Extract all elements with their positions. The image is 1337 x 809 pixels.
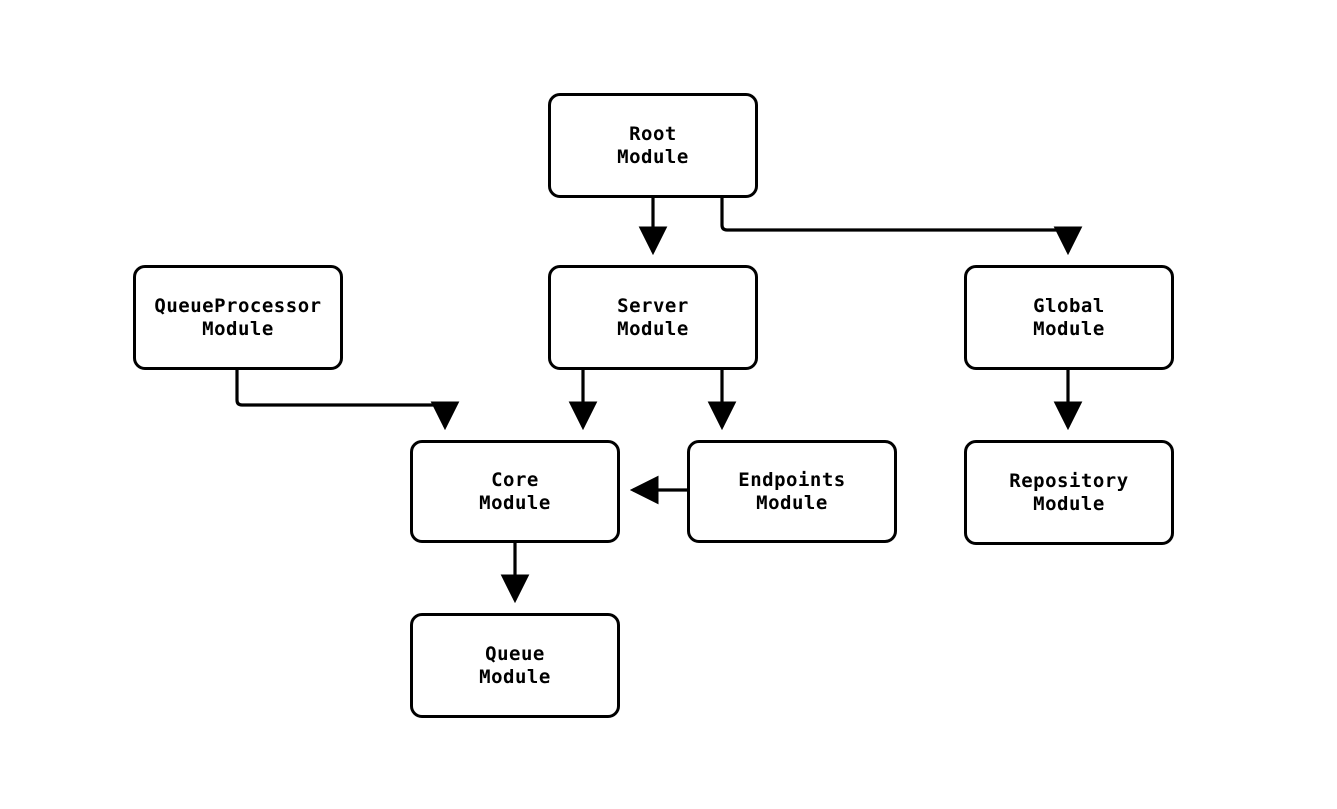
node-repository-module-subtitle: Module (1033, 492, 1105, 515)
node-root-module-subtitle: Module (617, 145, 689, 168)
node-queue-module-subtitle: Module (479, 665, 551, 688)
node-endpoints-module-subtitle: Module (756, 491, 828, 514)
node-endpoints-module-title: Endpoints (738, 468, 846, 491)
node-server-module-subtitle: Module (617, 317, 689, 340)
node-root-module-title: Root (629, 122, 677, 145)
node-global-module-title: Global (1033, 294, 1105, 317)
node-repository-module[interactable]: Repository Module (964, 440, 1174, 545)
node-core-module[interactable]: Core Module (410, 440, 620, 543)
edge-queueprocessor-to-core (235, 370, 460, 431)
node-global-module-subtitle: Module (1033, 317, 1105, 340)
node-endpoints-module[interactable]: Endpoints Module (687, 440, 897, 543)
node-server-module-title: Server (617, 294, 689, 317)
node-core-module-subtitle: Module (479, 491, 551, 514)
edge-root-to-global (720, 198, 1083, 256)
node-queue-module[interactable]: Queue Module (410, 613, 620, 718)
node-server-module[interactable]: Server Module (548, 265, 758, 370)
node-queueprocessor-module-subtitle: Module (202, 317, 274, 340)
node-queueprocessor-module-title: QueueProcessor (154, 294, 322, 317)
node-repository-module-title: Repository (1009, 469, 1129, 492)
node-core-module-title: Core (491, 468, 539, 491)
node-queueprocessor-module[interactable]: QueueProcessor Module (133, 265, 343, 370)
node-global-module[interactable]: Global Module (964, 265, 1174, 370)
node-queue-module-title: Queue (485, 642, 545, 665)
node-root-module[interactable]: Root Module (548, 93, 758, 198)
